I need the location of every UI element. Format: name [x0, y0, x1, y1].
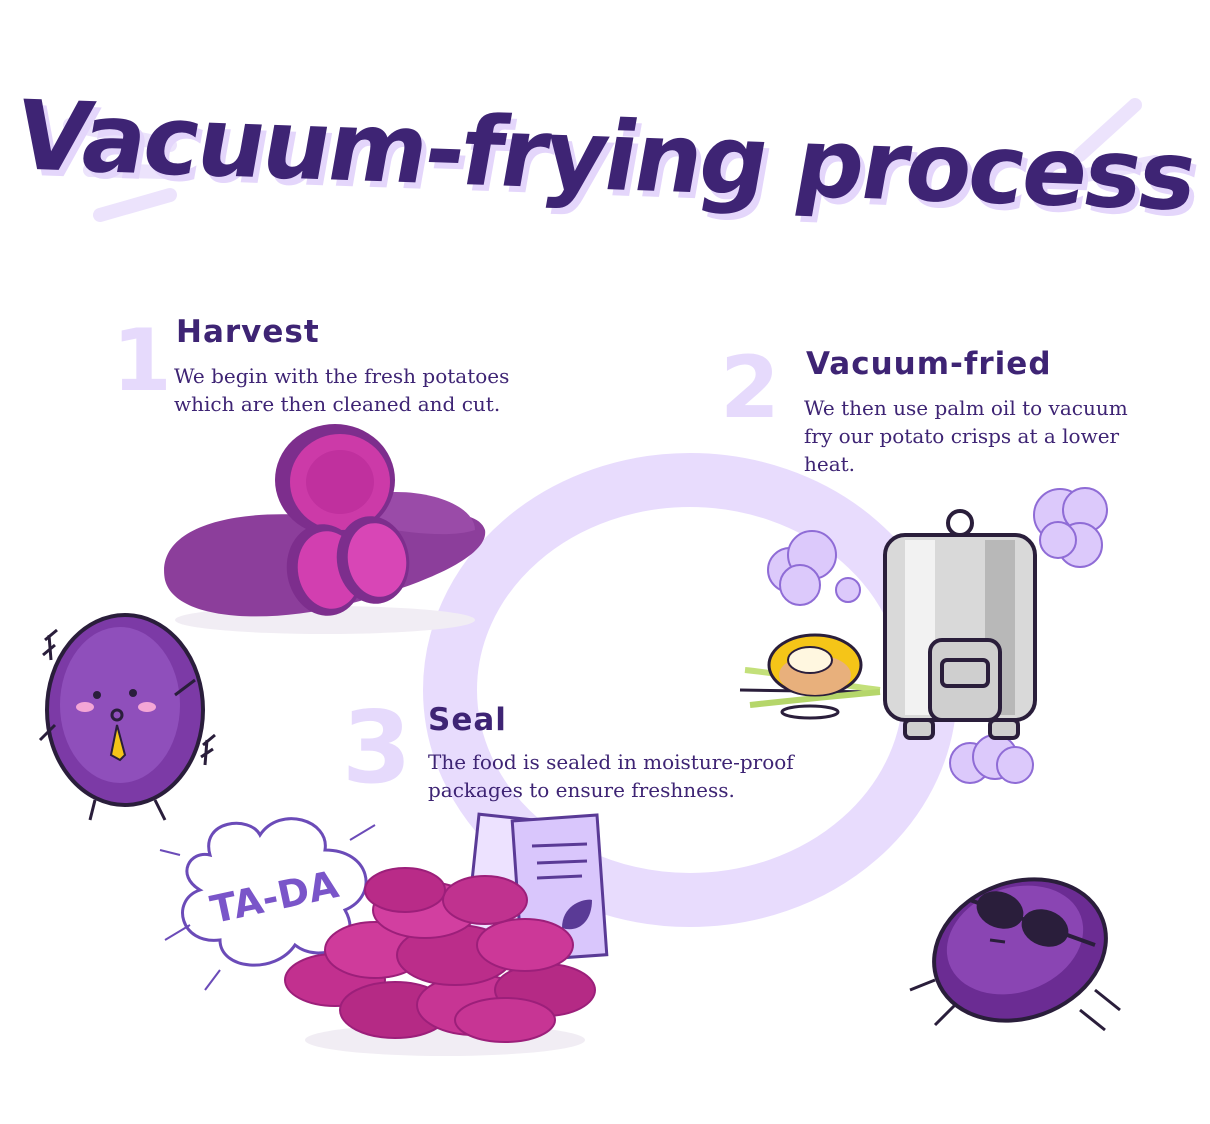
step-2-description: We then use palm oil to vacuum fry our p… — [804, 396, 1128, 476]
title-sparkle-left-icon — [63, 118, 177, 222]
step-3-description: The food is sealed in moisture-proof pac… — [428, 750, 794, 802]
step-2-number: 2 — [720, 338, 780, 438]
title-sparkle-right-icon — [1053, 98, 1162, 187]
sweet-potato-image — [164, 424, 486, 634]
step-3-number: 3 — [342, 689, 412, 806]
chips-pile-image — [284, 867, 596, 1056]
mascot-potato-icon — [38, 613, 216, 821]
ta-da-burst: TA-DA — [159, 817, 376, 991]
palm-fruit-icon — [739, 633, 881, 720]
step-1-number: 1 — [112, 311, 172, 411]
step-1-description: We begin with the fresh potatoes which a… — [174, 364, 510, 416]
step-1-title: Harvest — [176, 314, 320, 350]
title-area: Vacuum-frying process — [0, 70, 1210, 270]
step-3-title: Seal — [428, 702, 507, 738]
step-2-title: Vacuum-fried — [806, 346, 1052, 382]
page-title: Vacuum-frying process — [6, 79, 1204, 233]
steam-cloud-icon — [767, 487, 1108, 784]
sunglasses-potato-icon — [909, 877, 1121, 1032]
vacuum-fryer-icon — [767, 487, 1108, 784]
